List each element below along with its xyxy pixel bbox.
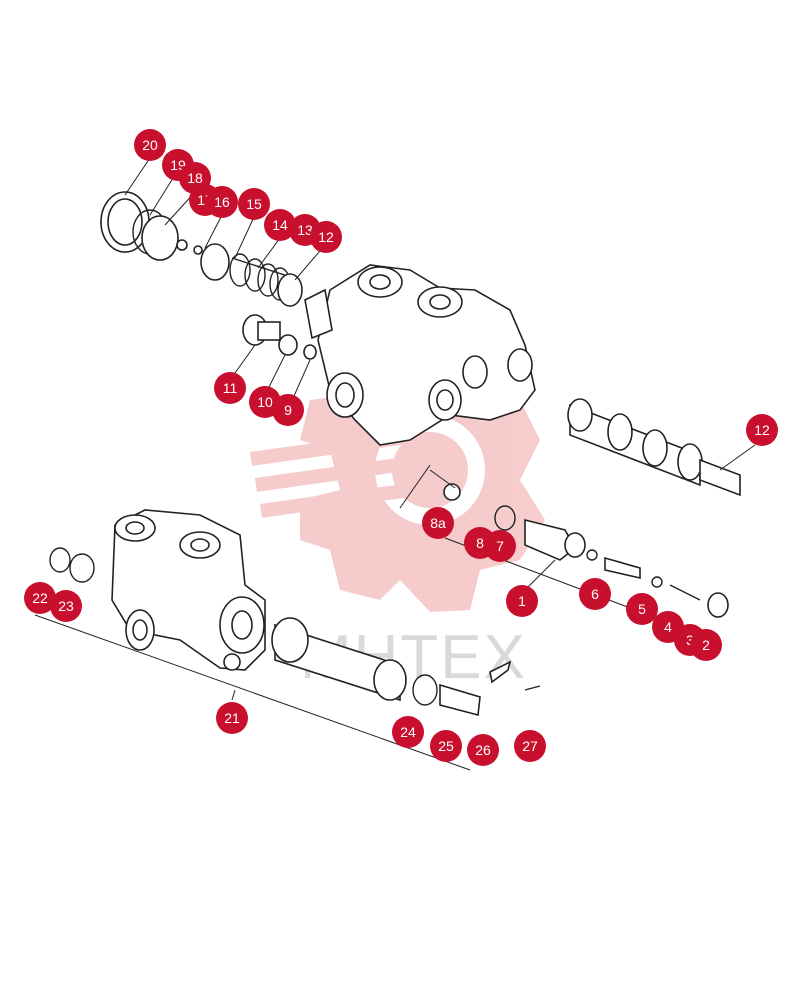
- callout-7[interactable]: 7: [484, 530, 516, 562]
- spool-upper: [567, 398, 741, 497]
- svg-text:14: 14: [272, 217, 288, 233]
- callout-12a[interactable]: 12: [310, 221, 342, 253]
- callout-26[interactable]: 26: [467, 734, 499, 766]
- seal-stack-upper: [100, 191, 303, 307]
- svg-text:24: 24: [400, 724, 416, 740]
- svg-text:10: 10: [257, 394, 273, 410]
- callout-27[interactable]: 27: [514, 730, 546, 762]
- svg-text:2: 2: [702, 637, 710, 653]
- svg-text:16: 16: [214, 194, 230, 210]
- callout-14[interactable]: 14: [264, 209, 296, 241]
- svg-text:22: 22: [32, 590, 48, 606]
- upper-valve-body: [304, 264, 536, 446]
- callout-15[interactable]: 15: [238, 188, 270, 220]
- svg-text:3: 3: [686, 632, 694, 648]
- callout-12b[interactable]: 12: [746, 414, 778, 446]
- svg-text:18: 18: [187, 170, 203, 186]
- callout-9[interactable]: 9: [272, 394, 304, 426]
- svg-text:21: 21: [224, 710, 240, 726]
- callout-5[interactable]: 5: [626, 593, 658, 625]
- callout-11[interactable]: 11: [214, 372, 246, 404]
- svg-text:8a: 8a: [430, 515, 446, 531]
- svg-text:5: 5: [638, 601, 646, 617]
- svg-text:13: 13: [297, 222, 313, 238]
- svg-text:6: 6: [591, 586, 599, 602]
- svg-text:8: 8: [476, 535, 484, 551]
- adjuster-parts: [443, 483, 729, 618]
- callout-24[interactable]: 24: [392, 716, 424, 748]
- poppet-parts: [242, 314, 317, 360]
- lower-valve-body: [111, 509, 266, 671]
- svg-text:9: 9: [284, 402, 292, 418]
- callout-21[interactable]: 21: [216, 702, 248, 734]
- svg-text:15: 15: [246, 196, 262, 212]
- svg-text:1: 1: [518, 593, 526, 609]
- callout-22[interactable]: 22: [24, 582, 56, 614]
- spool-lower: [49, 547, 541, 717]
- svg-text:11: 11: [223, 380, 238, 396]
- callout-2[interactable]: 2: [690, 629, 722, 661]
- svg-text:12: 12: [318, 229, 334, 245]
- callout-1[interactable]: 1: [506, 585, 538, 617]
- svg-text:25: 25: [438, 738, 454, 754]
- callout-6[interactable]: 6: [579, 578, 611, 610]
- callout-16[interactable]: 16: [206, 186, 238, 218]
- svg-text:23: 23: [58, 598, 74, 614]
- callout-8a[interactable]: 8a: [422, 507, 454, 539]
- svg-text:12: 12: [754, 422, 770, 438]
- callout-23[interactable]: 23: [50, 590, 82, 622]
- svg-text:27: 27: [522, 738, 538, 754]
- svg-text:26: 26: [475, 742, 491, 758]
- svg-text:4: 4: [664, 619, 672, 635]
- callout-20[interactable]: 20: [134, 129, 166, 161]
- svg-text:20: 20: [142, 137, 158, 153]
- callout-25[interactable]: 25: [430, 730, 462, 762]
- callouts: 20 19 18 17 16 15 14 13 12 11 10 9 12 8a…: [24, 129, 778, 766]
- svg-text:7: 7: [496, 538, 504, 554]
